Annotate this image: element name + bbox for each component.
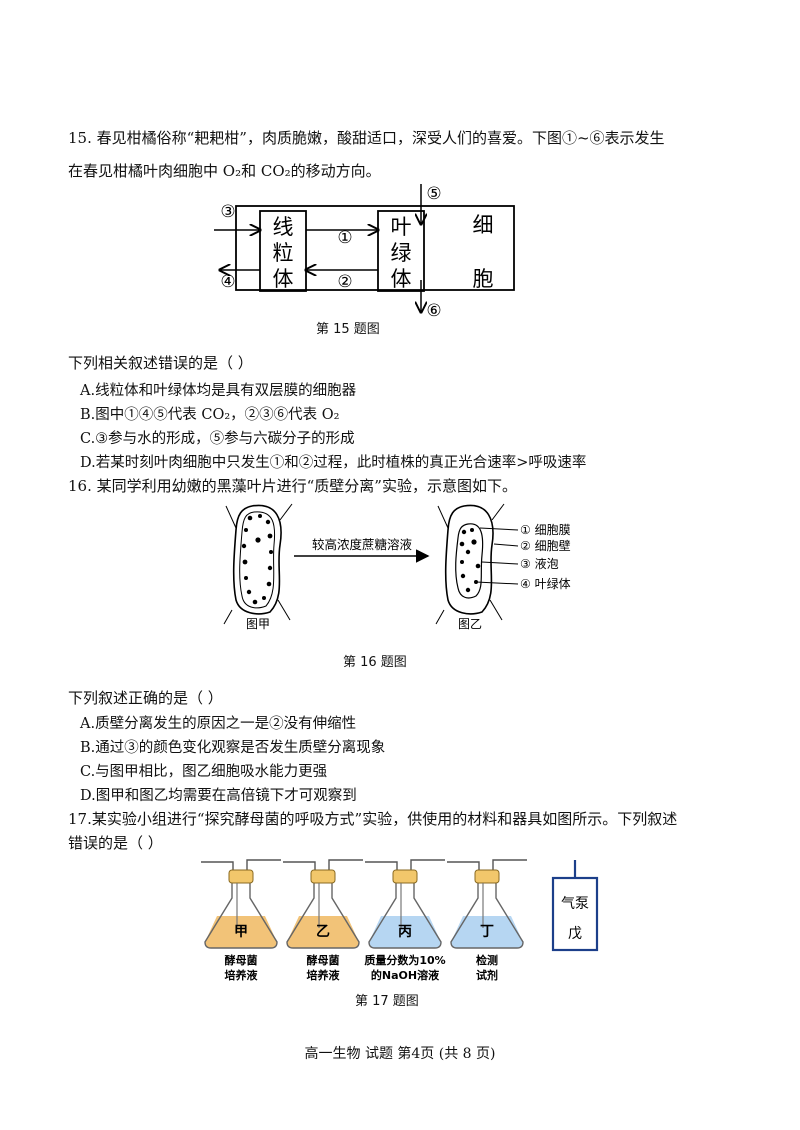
q15-caption: 第 15 题图: [316, 322, 380, 337]
q17-stem-line2: 错误的是（ ）: [68, 834, 163, 852]
q16-figure: 图甲 较高浓度蔗糖溶液 图乙 ① 细胞膜 ② 细胞壁 ③ 液泡 ④ 叶绿体: [223, 503, 571, 631]
flask-label1-1: 酵母菌: [225, 953, 258, 967]
flask-mark-1: 甲: [234, 924, 248, 940]
flask-label2-1: 培养液: [225, 968, 259, 982]
label-yi: 图乙: [458, 617, 482, 631]
flask-mark-4: 丁: [480, 924, 494, 940]
cell-char-2: 胞: [473, 267, 494, 291]
q16-stem: 16. 某同学利用幼嫩的黑藻叶片进行“质壁分离”实验，示意图如下。: [68, 477, 517, 495]
cell-char-1: 细: [473, 213, 494, 237]
marker-2: ②: [337, 272, 352, 292]
cell-jia: [223, 503, 293, 625]
mito-char-3: 体: [273, 267, 294, 291]
cell-yi: [435, 503, 505, 625]
page-footer: 高一生物 试题 第4页 (共 8 页): [304, 1046, 496, 1062]
part-2-label: ② 细胞壁: [520, 538, 571, 553]
cell-outline: [235, 205, 515, 291]
flask-label2-4: 试剂: [476, 968, 498, 982]
q16-option-d: D.图甲和图乙均需要在高倍镜下才可观察到: [80, 788, 357, 804]
flask-mark-3: 丙: [398, 924, 412, 940]
q17-stem-line1: 17.某实验小组进行“探究酵母菌的呼吸方式”实验，供使用的材料和器具如图所示。下…: [68, 810, 678, 828]
q16-prompt: 下列叙述正确的是（ ）: [68, 689, 223, 707]
q16-arrow-label: 较高浓度蔗糖溶液: [312, 537, 413, 552]
marker-3: ③: [220, 202, 235, 222]
air-pump: 气泵戊: [551, 860, 599, 952]
part-3-label: ③ 液泡: [520, 556, 559, 571]
q15-figure: 线 粒 体 叶 绿 体 细 胞 ③ ① ② ④ ⑤ ⑥: [214, 184, 515, 321]
chloro-char-1: 叶: [391, 215, 412, 239]
q15-option-d: D.若某时刻叶肉细胞中只发生①和②过程，此时植株的真正光合速率>呼吸速率: [80, 455, 587, 471]
flask-label1-2: 酵母菌: [307, 953, 340, 967]
label-jia: 图甲: [246, 617, 270, 631]
q16-caption: 第 16 题图: [343, 655, 407, 670]
q15-option-c: C.③参与水的形成，⑤参与六碳分子的形成: [80, 431, 355, 447]
marker-4: ④: [220, 272, 235, 292]
q15-option-b: B.图中①④⑤代表 CO₂，②③⑥代表 O₂: [80, 407, 340, 423]
part-1-label: ① 细胞膜: [520, 523, 571, 537]
q16-option-a: A.质壁分离发生的原因之一是②没有伸缩性: [80, 716, 357, 732]
flask-label1-4: 检测: [476, 953, 498, 967]
part-4-label: ④ 叶绿体: [520, 576, 571, 591]
flask-label1-3: 质量分数为10%: [364, 953, 445, 967]
chloroplast-box: [377, 210, 425, 292]
marker-5: ⑤: [426, 184, 441, 204]
marker-1: ①: [337, 228, 352, 248]
marker-6: ⑥: [426, 301, 441, 321]
q15-stem-line2: 在春见柑橘叶肉细胞中 O₂和 CO₂的移动方向。: [68, 162, 381, 180]
q16-option-b: B.通过③的颜色变化观察是否发生质壁分离现象: [80, 740, 386, 756]
chloro-char-3: 体: [391, 267, 412, 291]
q15-option-a: A.线粒体和叶绿体均是具有双层膜的细胞器: [80, 383, 357, 399]
mito-char-1: 线: [273, 215, 294, 239]
flask-mark-2: 乙: [316, 924, 330, 940]
flask-label2-3: 的NaOH溶液: [371, 968, 440, 982]
pump-mark: 戊: [568, 926, 582, 942]
mito-char-2: 粒: [273, 241, 294, 265]
mitochondrion-box: [259, 210, 307, 292]
chloro-char-2: 绿: [391, 241, 412, 265]
q17-caption: 第 17 题图: [355, 994, 419, 1009]
flask-label2-2: 培养液: [307, 968, 341, 982]
q16-option-c: C.与图甲相比，图乙细胞吸水能力更强: [80, 764, 328, 780]
q15-prompt: 下列相关叙述错误的是（ ）: [68, 354, 253, 372]
q15-stem-line1: 15. 春见柑橘俗称“耙耙柑”，肉质脆嫩，酸甜适口，深受人们的喜爱。下图①~⑥表…: [68, 129, 665, 147]
pump-label: 气泵: [561, 896, 589, 912]
